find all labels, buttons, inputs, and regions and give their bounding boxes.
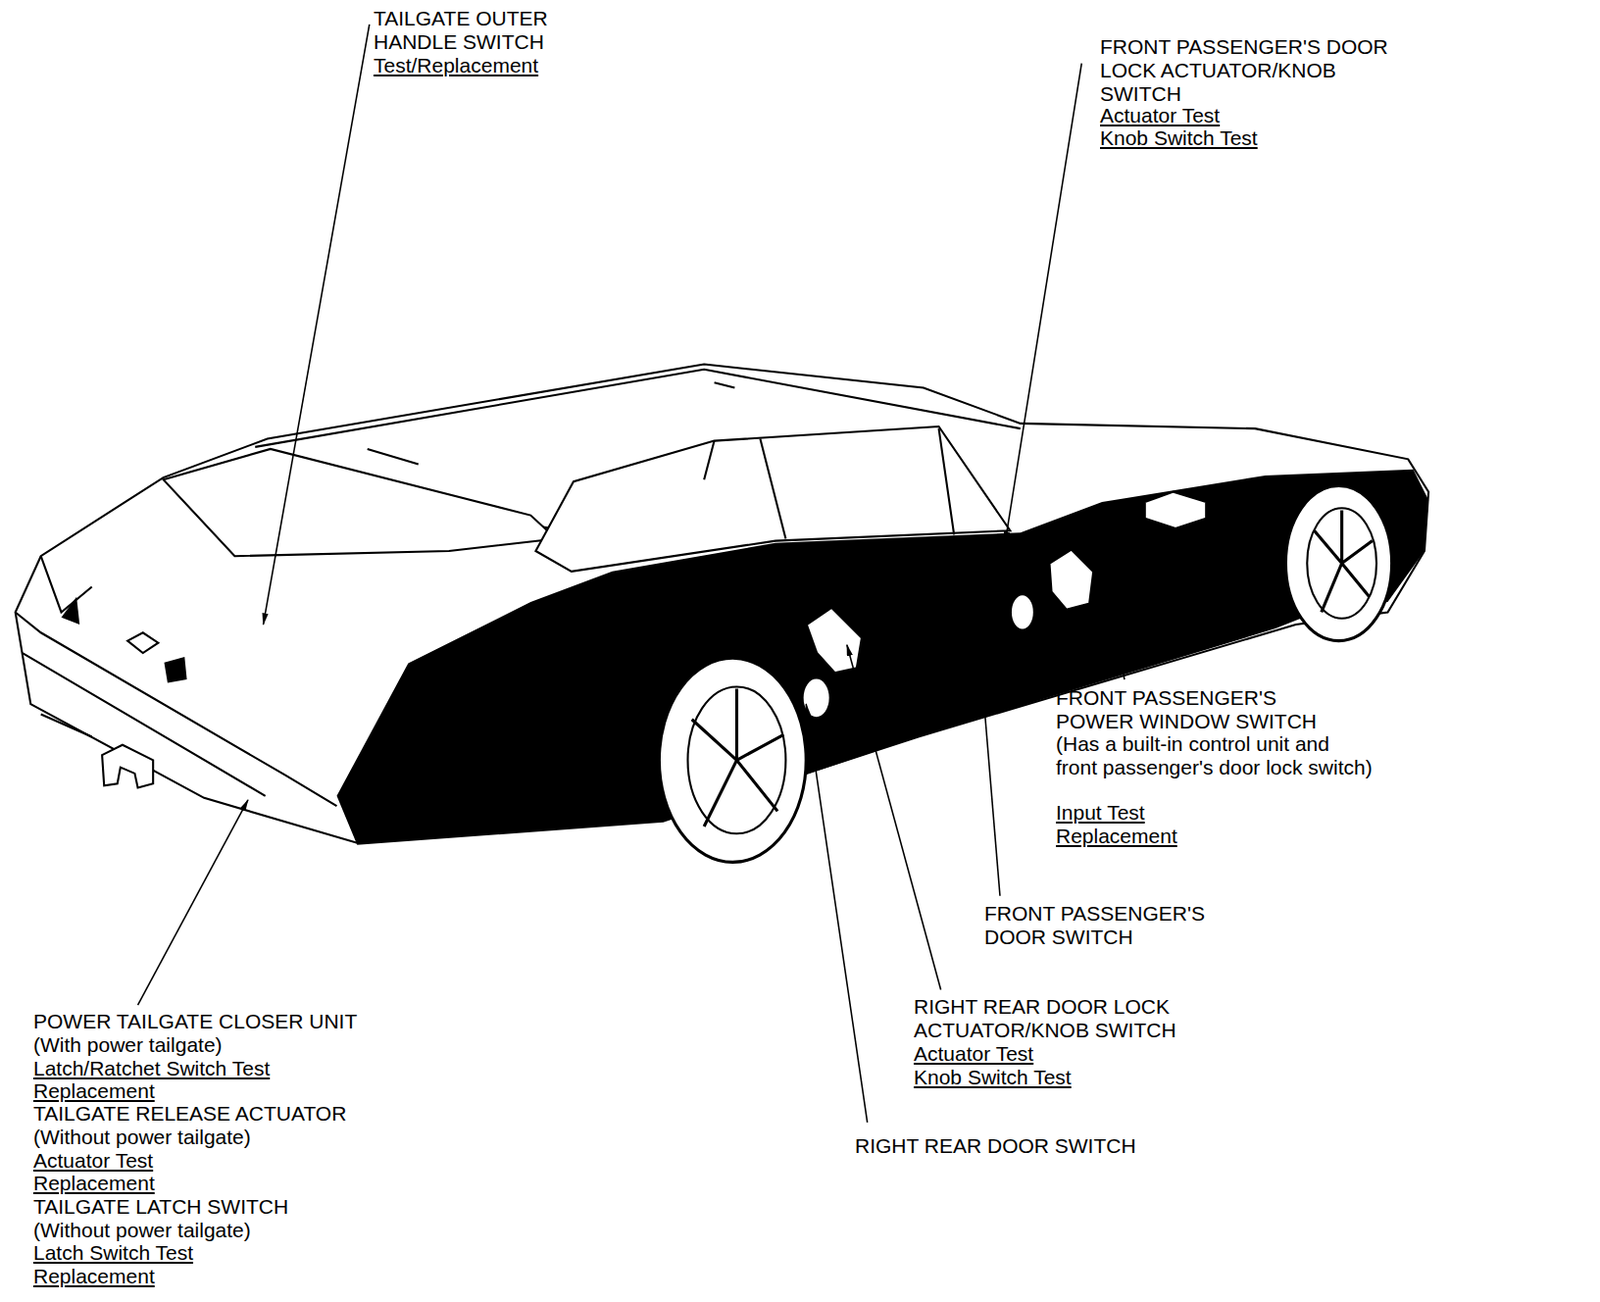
part-label: TAILGATE LATCH SWITCH	[33, 1195, 289, 1219]
front-rim	[1306, 507, 1377, 618]
procedure-link: Knob Switch Test	[913, 1065, 1072, 1090]
rear-wheel	[658, 657, 806, 862]
procedure-link: Replacement	[33, 1264, 155, 1289]
procedure-link: Actuator Test	[1100, 103, 1220, 128]
door-lock-actuator	[1049, 549, 1095, 610]
part-label: TAILGATE RELEASE ACTUATOR	[33, 1101, 347, 1126]
part-label: (With power tailgate)	[33, 1033, 223, 1057]
part-label: (Has a built-in control unit and front p…	[1055, 732, 1375, 780]
leader-line	[1004, 63, 1082, 544]
door-switch	[1009, 594, 1035, 631]
door-switch	[801, 677, 831, 719]
procedure-link: Test/Replacement	[373, 53, 539, 78]
part-label: TAILGATE OUTER HANDLE SWITCH	[373, 6, 585, 54]
procedure-link: Replacement	[33, 1171, 155, 1196]
leader-line	[263, 24, 370, 625]
tailgate-latch	[165, 657, 187, 682]
part-label: (Without power tailgate)	[33, 1125, 251, 1150]
tail-light	[60, 597, 80, 625]
leader-line	[1097, 527, 1125, 680]
leader-line	[847, 645, 942, 991]
rim-spokes	[692, 689, 785, 828]
part-label: (Without power tailgate)	[33, 1218, 251, 1243]
procedure-link: Actuator Test	[913, 1042, 1034, 1066]
rear-rim	[688, 686, 787, 834]
part-label: RIGHT REAR DOOR SWITCH	[854, 1134, 1137, 1158]
part-label: FRONT PASSENGER'S POWER WINDOW SWITCH	[1055, 686, 1355, 734]
door-lock-actuator	[805, 606, 862, 674]
procedure-link: Knob Switch Test	[1100, 126, 1258, 150]
rear-window	[163, 449, 557, 556]
tailgate-handle-switch	[127, 632, 158, 653]
drawing-part	[138, 24, 1125, 1123]
power-window-switch	[1145, 492, 1206, 529]
bumper-line	[15, 555, 338, 806]
front-wheel	[1285, 485, 1392, 641]
side-window	[535, 426, 1010, 572]
rim-spokes	[1314, 509, 1373, 612]
window-pillar	[703, 428, 954, 539]
leader-line	[805, 703, 867, 1123]
leader-line	[138, 800, 249, 1005]
procedure-link: Input Test	[1055, 800, 1146, 825]
part-label: POWER TAILGATE CLOSER UNIT	[33, 1009, 357, 1034]
part-label: RIGHT REAR DOOR LOCK ACTUATOR/KNOB SWITC…	[913, 995, 1218, 1043]
leader-line	[977, 624, 1000, 897]
procedure-link: Latch/Ratchet Switch Test	[33, 1056, 270, 1081]
procedure-link: Replacement	[33, 1079, 155, 1103]
part-label: FRONT PASSENGER'S DOOR SWITCH	[984, 901, 1250, 950]
procedure-link: Actuator Test	[33, 1149, 153, 1173]
part-label: FRONT PASSENGER'S DOOR LOCK ACTUATOR/KNO…	[1100, 35, 1402, 106]
tailgate-closer-unit	[101, 745, 153, 789]
procedure-link: Replacement	[1055, 824, 1178, 849]
procedure-link: Latch Switch Test	[33, 1241, 194, 1265]
